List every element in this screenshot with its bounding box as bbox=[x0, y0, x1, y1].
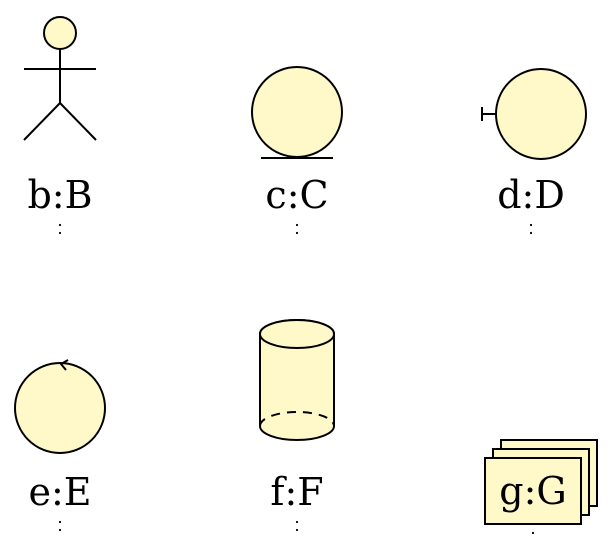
lifeline-dots bbox=[531, 531, 535, 535]
lifeline-dots bbox=[58, 520, 62, 532]
entity-circle-icon bbox=[251, 66, 343, 159]
participant-e: e:E bbox=[14, 359, 106, 532]
participant-f: f:F bbox=[259, 319, 335, 532]
participant-c: c:C bbox=[251, 66, 343, 235]
participant-label: b:B bbox=[27, 173, 92, 217]
participant-b: b:B bbox=[23, 16, 97, 235]
boundary-circle-icon bbox=[481, 68, 587, 160]
participant-label: e:E bbox=[28, 470, 91, 514]
participant-d: d:D bbox=[481, 68, 587, 235]
control-circle-icon bbox=[14, 359, 106, 454]
participant-label: g:G bbox=[499, 469, 566, 513]
cylinder-icon bbox=[259, 319, 335, 441]
lifeline-dots bbox=[295, 520, 299, 532]
lifeline-dots bbox=[295, 223, 299, 235]
lifeline-dots bbox=[58, 223, 62, 235]
participant-g: g:G bbox=[484, 439, 598, 535]
participant-label: d:D bbox=[497, 173, 565, 217]
lifeline-dots bbox=[529, 223, 533, 235]
participant-label: c:C bbox=[265, 173, 328, 217]
participant-label: f:F bbox=[270, 470, 323, 514]
stacked-boxes-icon bbox=[484, 439, 598, 525]
stick-figure-icon bbox=[23, 16, 97, 141]
